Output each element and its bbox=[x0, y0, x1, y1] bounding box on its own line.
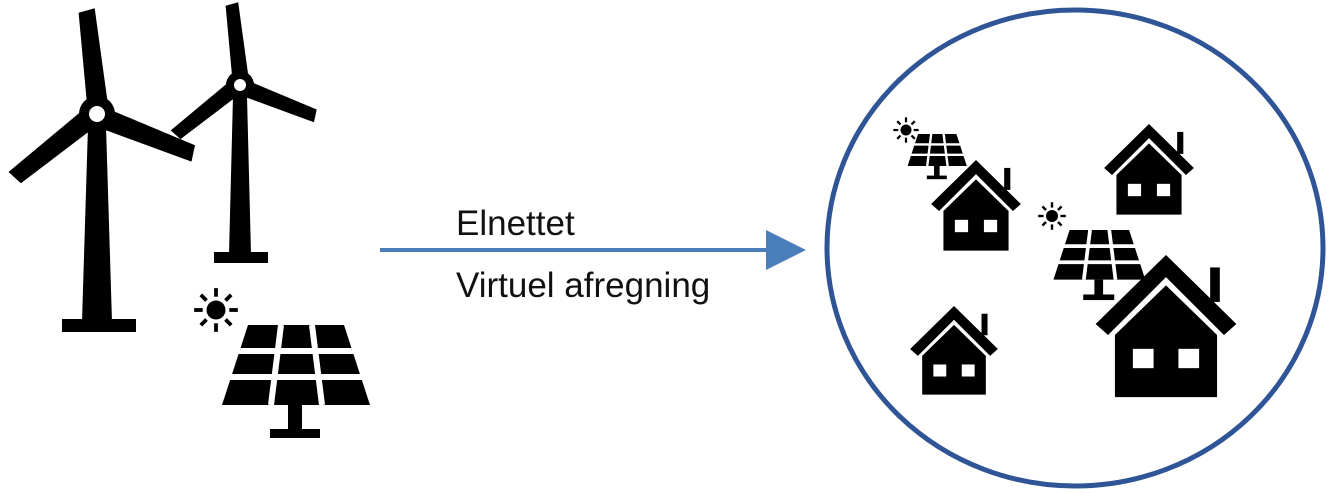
virtual-settlement-label: Virtuel afregning bbox=[456, 266, 711, 305]
wind-turbine-icon bbox=[165, 2, 320, 263]
grid-label: Elnettet bbox=[456, 204, 575, 243]
energy-community bbox=[824, 7, 1326, 489]
energy-sources bbox=[1, 2, 370, 438]
wind-turbine-icon bbox=[1, 8, 200, 332]
sun-icon bbox=[192, 286, 240, 334]
solar-panel-icon bbox=[222, 325, 370, 438]
